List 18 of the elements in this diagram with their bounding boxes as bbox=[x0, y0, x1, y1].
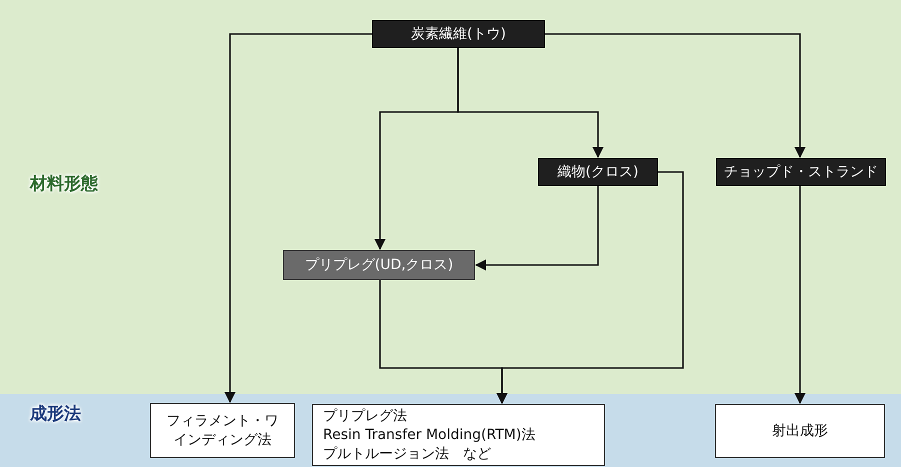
method-box: 射出成形 bbox=[715, 404, 885, 458]
method-name: Resin Transfer Molding(RTM)法 bbox=[323, 426, 536, 444]
material-box: プリプレグ(UD,クロス) bbox=[283, 250, 475, 280]
material-box: チョップド・ストランド bbox=[716, 158, 886, 186]
method-name: プルトルージョン法 など bbox=[323, 444, 491, 464]
arrow bbox=[496, 171, 684, 404]
arrow bbox=[224, 33, 372, 404]
section-label: 成形法 bbox=[30, 403, 81, 425]
arrow bbox=[457, 48, 604, 158]
arrow bbox=[545, 33, 806, 158]
section-label: 材料形態 bbox=[30, 173, 98, 195]
material-box: 炭素繊維(トウ) bbox=[372, 20, 545, 48]
method-name: プリプレグ法 bbox=[323, 406, 407, 426]
method-box: フィラメント・ワインディング法 bbox=[150, 403, 295, 458]
arrow bbox=[474, 186, 599, 271]
arrow bbox=[794, 186, 806, 404]
method-box bbox=[312, 404, 605, 466]
material-box: 織物(クロス) bbox=[538, 158, 658, 186]
